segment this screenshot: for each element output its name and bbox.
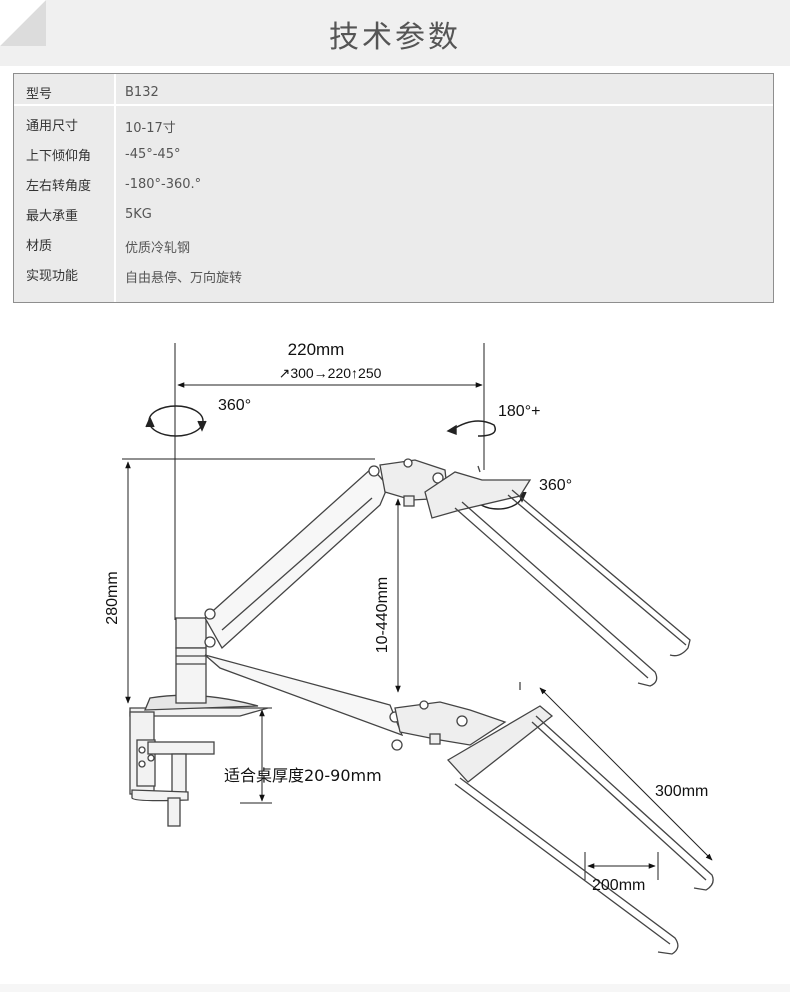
lower-tilt-joint [394, 700, 554, 783]
arm-rotation-label: 180°+ [498, 403, 540, 420]
spec-value: 优质冷轧钢 [125, 241, 191, 256]
spec-label: 最大承重 [26, 209, 79, 224]
corner-fold-decoration [0, 0, 46, 46]
lower-laptop-tray [454, 682, 714, 955]
spec-row: 通用尺寸 10-17寸 [14, 106, 773, 136]
desk-thickness-label: 适合桌厚度20-90mm [224, 766, 382, 785]
spec-row: 上下倾仰角 -45°-45° [14, 136, 773, 166]
base-rotation-label: 360° [218, 397, 251, 414]
header-banner: 技术参数 [0, 0, 790, 66]
spec-value: -45°-45° [125, 147, 181, 162]
reach-detail-label: ↗300→220↑250 [279, 365, 382, 381]
footer-strip [0, 984, 790, 992]
spec-row: 材质 优质冷轧钢 [14, 226, 773, 256]
spec-value: B132 [125, 85, 159, 100]
rotate-icon [145, 405, 207, 437]
spec-label: 上下倾仰角 [26, 149, 92, 164]
upper-laptop-tray [454, 465, 691, 687]
tray-width-label: 200mm [592, 877, 645, 894]
rotate-icon [446, 420, 496, 437]
spec-value: 10-17寸 [125, 121, 176, 136]
reach-label: 220mm [288, 340, 345, 359]
spec-label: 通用尺寸 [26, 119, 79, 134]
spec-row: 实现功能 自由悬停、万向旋转 [14, 256, 773, 302]
desk-clamp [129, 694, 269, 827]
spec-value: 自由悬停、万向旋转 [125, 271, 243, 286]
page-title: 技术参数 [329, 20, 461, 55]
spec-value: 5KG [125, 207, 152, 222]
spec-table: 型号 B132 通用尺寸 10-17寸 上下倾仰角 -45°-45° 左右转角度… [13, 73, 774, 303]
support-pole [175, 617, 207, 704]
spec-label: 左右转角度 [26, 179, 92, 194]
spec-value: -180°-360.° [125, 177, 202, 192]
spec-label: 型号 [26, 87, 53, 102]
pole-height-label: 280mm [104, 571, 121, 624]
tray-rotation-label: 360° [539, 477, 572, 494]
lift-range-label: 10-440mm [374, 577, 391, 653]
upper-tilt-joint [379, 458, 532, 519]
spec-label: 材质 [26, 239, 53, 254]
spec-row: 型号 B132 [14, 74, 773, 104]
dimension-lines [122, 343, 713, 880]
upper-arm [204, 465, 404, 751]
spec-row: 左右转角度 -180°-360.° [14, 166, 773, 196]
tray-length-label: 300mm [655, 783, 708, 800]
spec-label: 实现功能 [26, 269, 79, 284]
spec-row: 最大承重 5KG [14, 196, 773, 226]
